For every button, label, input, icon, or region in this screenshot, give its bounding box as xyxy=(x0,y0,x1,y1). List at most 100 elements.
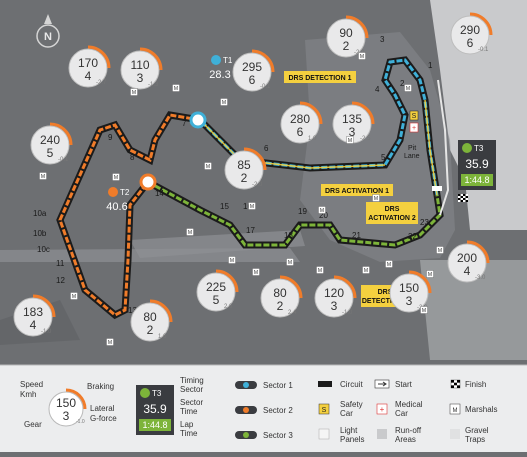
gauge-lateral: -1.3 xyxy=(148,82,159,88)
legend-safety-label-1: Safety xyxy=(340,400,363,409)
legend-kmh: Kmh xyxy=(20,390,36,399)
marshal-icon: M xyxy=(318,206,326,214)
braking-arc xyxy=(49,122,73,146)
turn-number: 16 xyxy=(243,202,252,211)
gauge-gear: 3 xyxy=(137,71,144,85)
gauge-lateral: -2.7 xyxy=(96,80,107,86)
turn-number: 10a xyxy=(33,209,47,218)
pit-lane-label-1: Pit xyxy=(408,145,416,152)
braking-arc xyxy=(299,101,323,125)
drs-activation-1-label: DRS ACTIVATION 1 xyxy=(325,188,389,195)
gauge-gear: 6 xyxy=(297,125,304,139)
gauge-speed: 225 xyxy=(206,280,226,294)
legend: Speed Kmh Gear Braking Lateral G-force 1… xyxy=(0,364,527,452)
safety-car-bg xyxy=(409,110,419,121)
medical-car-marker: + xyxy=(409,122,419,133)
turn-number: 7 xyxy=(182,119,187,128)
gauge-gear: 4 xyxy=(30,318,37,332)
legend-runoff-icon xyxy=(377,429,387,439)
legend-sector3: Sector 3 xyxy=(235,431,293,440)
gauge-face xyxy=(314,278,354,318)
gauge-face xyxy=(68,48,108,88)
turn-number: 21 xyxy=(352,231,361,240)
svg-text:M: M xyxy=(72,294,76,300)
gauge-speed: 200 xyxy=(457,251,477,265)
legend-start-label: Start xyxy=(395,380,413,389)
marshal-icon: M xyxy=(186,228,194,236)
legend-medical-label-2: Car xyxy=(395,409,408,418)
turn-number: 15 xyxy=(220,202,229,211)
marshal-icon: M xyxy=(436,246,444,254)
gauge-gear: 4 xyxy=(85,69,92,83)
t3-icon xyxy=(462,143,472,153)
marshal-icon: M xyxy=(346,136,354,144)
safety-car-icon: S xyxy=(412,113,417,120)
legend-sector2-label: Sector 2 xyxy=(263,406,293,415)
grey-zone-right xyxy=(420,260,527,360)
legend-marshal-icon: M xyxy=(449,403,461,415)
t3-label: T3 xyxy=(474,144,484,153)
braking-arc xyxy=(32,294,56,318)
svg-text:M: M xyxy=(41,174,45,180)
gauge-lateral: -0.1 xyxy=(478,47,489,53)
gauge-face xyxy=(13,297,53,337)
turn-number: 5 xyxy=(381,153,386,162)
gauge-speed: 150 xyxy=(399,281,419,295)
legend-runoff-label-1: Run-off xyxy=(395,426,422,435)
legend-braking: Braking xyxy=(87,382,114,391)
turn-number: 13 xyxy=(128,306,137,315)
drs-activation-2-line1: DRS xyxy=(385,206,400,213)
legend-finish-label: Finish xyxy=(465,380,486,389)
gauge-lateral: 2.4 xyxy=(288,310,297,316)
gauge-gear: 2 xyxy=(147,323,154,337)
legend-t3-lap: 1:44.8 xyxy=(142,420,167,430)
compass: N xyxy=(36,14,60,48)
turn-number: 1 xyxy=(428,61,433,70)
legend-marshals-label: Marshals xyxy=(465,405,497,414)
turn-number: 18 xyxy=(284,231,293,240)
t3-lap-time: 1:44.8 xyxy=(464,175,489,185)
legend-medical-glyph: + xyxy=(380,405,385,414)
legend-bg xyxy=(0,365,527,452)
marshal-icon: M xyxy=(172,84,180,92)
turn-number: 8 xyxy=(130,153,135,162)
turn-number: 22 xyxy=(408,232,417,241)
turn-number: 19 xyxy=(298,207,307,216)
water-area xyxy=(430,0,527,230)
t3-sector-time: 35.9 xyxy=(465,157,489,171)
legend-t3-label: T3 xyxy=(152,389,162,398)
gauge-lateral: -1.0 xyxy=(41,329,52,335)
legend-safety-icon: S xyxy=(318,403,330,415)
legend-medical-label-1: Medical xyxy=(395,400,423,409)
legend-light-label-1: Light xyxy=(340,426,358,435)
timing-value: 40.6 xyxy=(106,201,127,213)
svg-text:M: M xyxy=(254,270,258,276)
compass-label: N xyxy=(44,31,52,43)
svg-text:M: M xyxy=(188,230,192,236)
gauge-speed: 110 xyxy=(130,58,149,72)
marshal-icon: M xyxy=(248,202,256,210)
svg-text:M: M xyxy=(364,268,368,274)
svg-text:M: M xyxy=(288,260,292,266)
legend-light-icon xyxy=(318,428,330,440)
braking-arc xyxy=(149,299,173,323)
svg-text:M: M xyxy=(114,175,118,181)
timing-label: T2 xyxy=(120,188,130,197)
legend-gauge-speed: 150 xyxy=(56,396,76,410)
gauge-face xyxy=(450,15,490,55)
drs-activation-2: DRS ACTIVATION 2 xyxy=(366,202,418,224)
gauge-lateral: 1.0 xyxy=(308,136,317,142)
turn-number: 23 xyxy=(420,218,429,227)
braking-arc xyxy=(466,240,490,264)
pit-lane-line xyxy=(437,79,450,216)
svg-text:M: M xyxy=(108,340,112,346)
gauge-face xyxy=(447,243,487,283)
